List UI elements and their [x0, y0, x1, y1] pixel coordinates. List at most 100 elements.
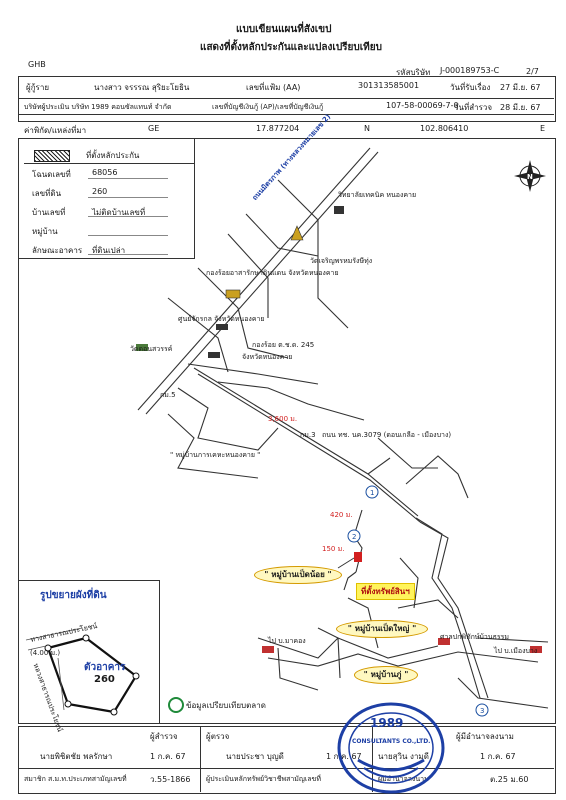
title-line-1: แบบเขียนแผนที่สังเขป — [236, 24, 332, 35]
inset-drawing — [25, 627, 140, 716]
appraiser-label: ผู้ตรวจ — [206, 732, 230, 741]
school-icon — [334, 206, 344, 214]
signer-title: ผู้มีอำนาจลงนาม — [378, 775, 429, 783]
marker-2 — [347, 529, 361, 543]
bank-code: GHB — [28, 60, 46, 69]
deed-value: 68056 — [92, 168, 118, 177]
center-label: ศูนย์จักรกล จังหวัดหนองคาย — [178, 315, 265, 323]
tech-college-label: วิทยาลัยเทคนิค หนองคาย — [338, 191, 417, 199]
info-table — [18, 76, 556, 122]
survey-label: วันที่สำรวจ — [454, 103, 493, 112]
borrower-value: นางสาว จรรรณ สุริยะโยธิน — [94, 83, 190, 92]
page-number: 2/7 — [526, 67, 539, 76]
building-icon — [225, 289, 241, 299]
compare-label: ข้อมูลเปรียบเทียบตลาด — [186, 701, 266, 710]
temple3-label: จังหวัดหนองคาย — [242, 353, 293, 361]
police-label: กองร้อยอาสารักษาดินแดน จังหวัดหนองคาย — [206, 269, 339, 277]
marker-1-label: 1 — [370, 489, 375, 497]
ref-label: รหัสบริษัท — [396, 68, 431, 77]
borrower-label: ผู้กู้ราย — [26, 83, 50, 92]
house-value: ไม่ติดบ้านเลขที่ — [92, 208, 146, 217]
temple2-label: วัดดอนสวรรค์ — [130, 345, 173, 353]
km3-label: กม.3 — [300, 431, 316, 439]
distance-3-label: 150 ม. — [322, 545, 345, 553]
footer-table — [18, 726, 556, 794]
land-label: เลขที่ดิน — [32, 189, 62, 198]
coord-source: GE — [148, 124, 160, 133]
legend-location-label: ที่ตั้งหลักประกัน — [86, 151, 140, 160]
survey-value: 28 มี.ย. 67 — [500, 103, 541, 112]
village-official-label: " หมู่บ้านการเคหะหนองคาย " — [170, 451, 261, 459]
distance-2-label: 420 ม. — [330, 511, 353, 519]
map-frame — [18, 138, 556, 724]
company-stamp — [337, 702, 445, 794]
type-label: ลักษณะอาคาร — [32, 246, 83, 255]
temple-label: วัดเจริญพรหมรังษีทุ่ง — [310, 257, 373, 265]
e-label: E — [540, 124, 546, 133]
appraiser-name: นายประชา บุญดี — [226, 752, 284, 761]
border-label: กองร้อย ต.ช.ด. 245 — [252, 341, 315, 349]
inset-width: (4.00 ม.) — [30, 649, 61, 657]
company-label: บริษัทผู้ประเมิน บริษัท 1989 คอนซัลแทนท์… — [24, 103, 172, 111]
marker-3-label: 3 — [480, 707, 485, 715]
property-marker — [354, 552, 362, 562]
coord-n-value: 17.877204 — [256, 124, 300, 133]
surveyor-assoc: สมาชิก ส.ม.ท.ประเภทสามัญเลขที่ — [24, 775, 127, 783]
coord-e-value: 102.806410 — [420, 124, 469, 133]
inset-deed-label: ตัวอาคาร — [84, 662, 126, 673]
received-value: 27 มี.ย. 67 — [500, 83, 541, 92]
signer-label: ผู้มีอำนาจลงนาม — [456, 732, 514, 741]
account-label: เลขที่บัญชีเงินกู้ (AP)/เลขที่บัญชีเงินก… — [212, 103, 324, 111]
temple-icon — [290, 225, 304, 241]
tank-icon-2 — [208, 352, 220, 358]
house-label: บ้านเลขที่ — [32, 208, 66, 217]
north-label: N — [527, 173, 533, 181]
stamp-company: CONSULTANTS CO.,LTD. — [352, 738, 431, 745]
received-label: วันที่รับเรื่อง — [450, 83, 491, 92]
signer-number: ต.25 ม.60 — [490, 775, 529, 784]
coord-label: ค่าพิกัด/แหล่งที่มา — [24, 126, 87, 135]
village-duck-label: " หมู่บ้านเป็ดน้อย " — [254, 566, 342, 584]
inset-deed-value: 260 — [94, 674, 115, 685]
land-value: 260 — [92, 187, 108, 196]
file-label: เลขที่แฟ้ม (AA) — [246, 83, 301, 92]
highway-edge-a — [137, 147, 371, 411]
shrine-label: ศาลปกพิทักษ์บ้านธรรม — [440, 633, 509, 641]
appraiser-date: 1 ก.ค. 67 — [326, 752, 362, 761]
surveyor-date: 1 ก.ค. 67 — [150, 752, 186, 761]
village-big-duck-label: " หมู่บ้านเป็ดใหญ่ " — [336, 620, 428, 638]
to-mueang-label: ไป บ.เมืองบาง — [494, 647, 538, 655]
to-makhaeng-label: ไป บ.มาคอง — [268, 637, 306, 645]
file-value: 301313585001 — [358, 81, 420, 90]
surveyor-name: นายพิชิตชัย พลรักษา — [40, 752, 113, 761]
compare-icon — [168, 697, 184, 713]
inset-parcel — [46, 636, 138, 714]
inset-title: รูปขยายผังที่ดิน — [40, 590, 107, 601]
legend-hatch-swatch — [34, 150, 70, 162]
marker-1 — [365, 485, 379, 499]
village-label: หมู่บ้าน — [32, 227, 58, 236]
surveyor-number: ว.55-1866 — [150, 775, 191, 784]
n-label: N — [364, 124, 370, 133]
surveyor-label: ผู้สำรวจ — [150, 732, 178, 741]
appraiser-title: ผู้ประเมินหลักทรัพย์วิชาชีพสามัญเลขที่ — [206, 775, 321, 783]
type-value: ที่ดินเปล่า — [92, 246, 126, 255]
tank-icon — [216, 324, 228, 330]
property-location-label: ที่ตั้งทรัพย์สินฯ — [356, 583, 415, 600]
signer-name: นายสุวิน งามดี — [378, 752, 429, 761]
distance-1-label: 3,600 ม. — [268, 415, 298, 423]
title-line-2: แสดงที่ตั้งหลักประกันและแปลงเปรียบเทียบ — [200, 42, 382, 53]
road2-label: ถนน ทช. นค.3079 (ดอนเกลือ - เมืองบาง) — [322, 431, 452, 439]
stamp-year: 1989 — [370, 716, 404, 730]
highway-edge-b — [145, 151, 379, 415]
village-bee-label: " หมู่บ้านภู่ " — [354, 666, 418, 684]
account-value: 107-58-00069-7-0 — [386, 101, 459, 110]
signer-date: 1 ก.ค. 67 — [480, 752, 516, 761]
marker-3 — [475, 703, 489, 717]
km-marker-label: กม.5 — [160, 391, 176, 399]
map-drawing — [136, 147, 549, 717]
deed-label: โฉนดเลขที่ — [32, 170, 71, 179]
ref-value: J-000189753-C — [440, 66, 500, 75]
marker-2-label: 2 — [352, 533, 357, 541]
